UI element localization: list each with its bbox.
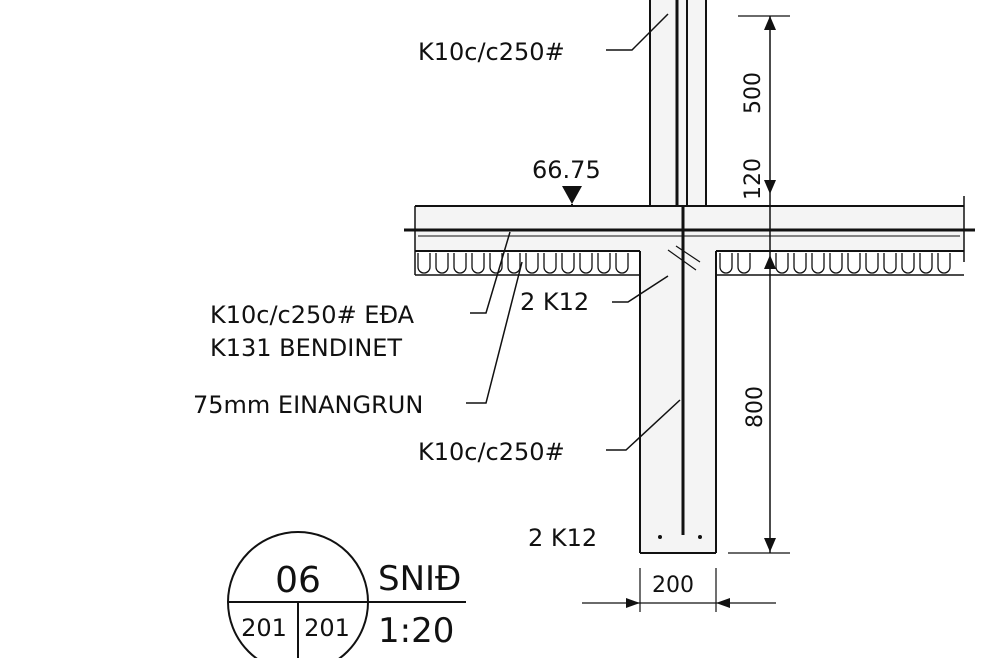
dimension-800: 800 (743, 386, 768, 428)
dimension-200: 200 (652, 573, 694, 598)
elevation-label: 66.75 (532, 156, 601, 184)
dimension-500: 500 (741, 72, 766, 114)
elevation-marker: 66.75 (532, 156, 601, 206)
insulation-layer (414, 251, 964, 276)
section-number: 06 (275, 560, 321, 601)
dimension-120: 120 (741, 158, 766, 200)
bars-label-top: 2 K12 (520, 288, 589, 316)
rebar-label-wall-bottom: K10c/c250# (418, 438, 565, 466)
rebar-label-slab: K10c/c250# EÐA (210, 301, 415, 329)
foundation-wall (639, 206, 717, 554)
sheet-number-left: 201 (241, 614, 287, 642)
rebar-label-wall-top: K10c/c250# (418, 38, 565, 66)
horizontal-dimension: 200 (582, 568, 776, 612)
sheet-number-right: 201 (304, 614, 350, 642)
leader-lines (466, 13, 681, 451)
section-title: SNIÐ (378, 559, 461, 599)
section-title-block: 06 201 201 SNIÐ 1:20 (227, 531, 466, 658)
section-scale: 1:20 (378, 611, 454, 651)
vertical-dimension-lines: 500 120 800 (728, 15, 790, 554)
mesh-label: K131 BENDINET (210, 334, 402, 362)
bars-label-bottom: 2 K12 (528, 524, 597, 552)
upper-wall (649, 0, 707, 206)
insulation-label: 75mm EINANGRUN (193, 391, 423, 419)
